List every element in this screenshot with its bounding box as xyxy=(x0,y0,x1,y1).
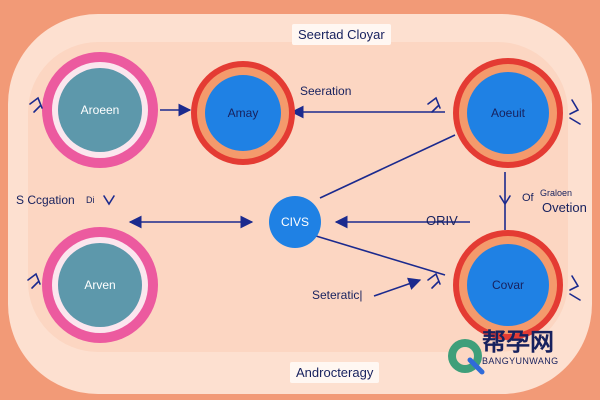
connectors xyxy=(128,103,506,297)
line-center-to-bottomright xyxy=(315,235,446,276)
title-top: Seertad Cloyar xyxy=(292,24,391,45)
arrow-seratic-to-bottomright xyxy=(373,277,422,297)
glyph-rightmid-icon xyxy=(499,195,511,206)
decorative-glyphs xyxy=(27,96,581,301)
label-right-big: Ovetion xyxy=(542,200,587,215)
glyph-leftmid-icon xyxy=(103,195,115,206)
label-orv: ORIV xyxy=(426,213,458,228)
title-bottom: Androcteragy xyxy=(290,362,380,383)
glyph-tr-left-icon xyxy=(427,96,441,113)
label-seeration: Seeration xyxy=(300,84,352,98)
label-right-tiny: Graloen xyxy=(540,188,573,198)
glyph-br-left-icon xyxy=(427,272,441,289)
watermark-cn: 帮孕网 xyxy=(482,328,554,356)
label-seratic: Seteratic| xyxy=(312,288,363,302)
node-bottom-right: Covar xyxy=(453,230,563,340)
watermark-en: BANGYUNWANG xyxy=(482,356,559,366)
node-center: CIVS xyxy=(269,196,321,248)
node-top-mid-label: Amay xyxy=(228,106,259,120)
node-top-right-label: Aoeuit xyxy=(491,106,526,120)
label-right-small: Of xyxy=(522,192,534,204)
line-center-to-topright xyxy=(319,134,456,199)
glyph-tl-left-icon xyxy=(29,96,43,113)
node-center-label: CIVS xyxy=(281,215,309,229)
node-top-right: Aoeuit xyxy=(453,58,563,168)
glyph-bl-left-icon xyxy=(27,272,41,289)
node-bottom-left-label: Arven xyxy=(84,278,115,292)
label-left-mid-small: Di xyxy=(86,195,95,205)
watermark-logo-icon xyxy=(448,339,485,375)
node-bottom-left: Arven xyxy=(42,227,158,343)
node-top-left: Aroeen xyxy=(42,52,158,168)
label-left-mid: S Ccgation xyxy=(16,193,75,207)
node-bottom-right-label: Covar xyxy=(492,278,524,292)
node-top-left-label: Aroeen xyxy=(81,103,120,117)
glyph-br-right-icon xyxy=(569,275,581,301)
watermark: 帮孕网 BANGYUNWANG xyxy=(434,322,584,378)
glyph-tr-right-icon xyxy=(569,99,581,125)
node-top-mid: Amay xyxy=(191,61,295,165)
